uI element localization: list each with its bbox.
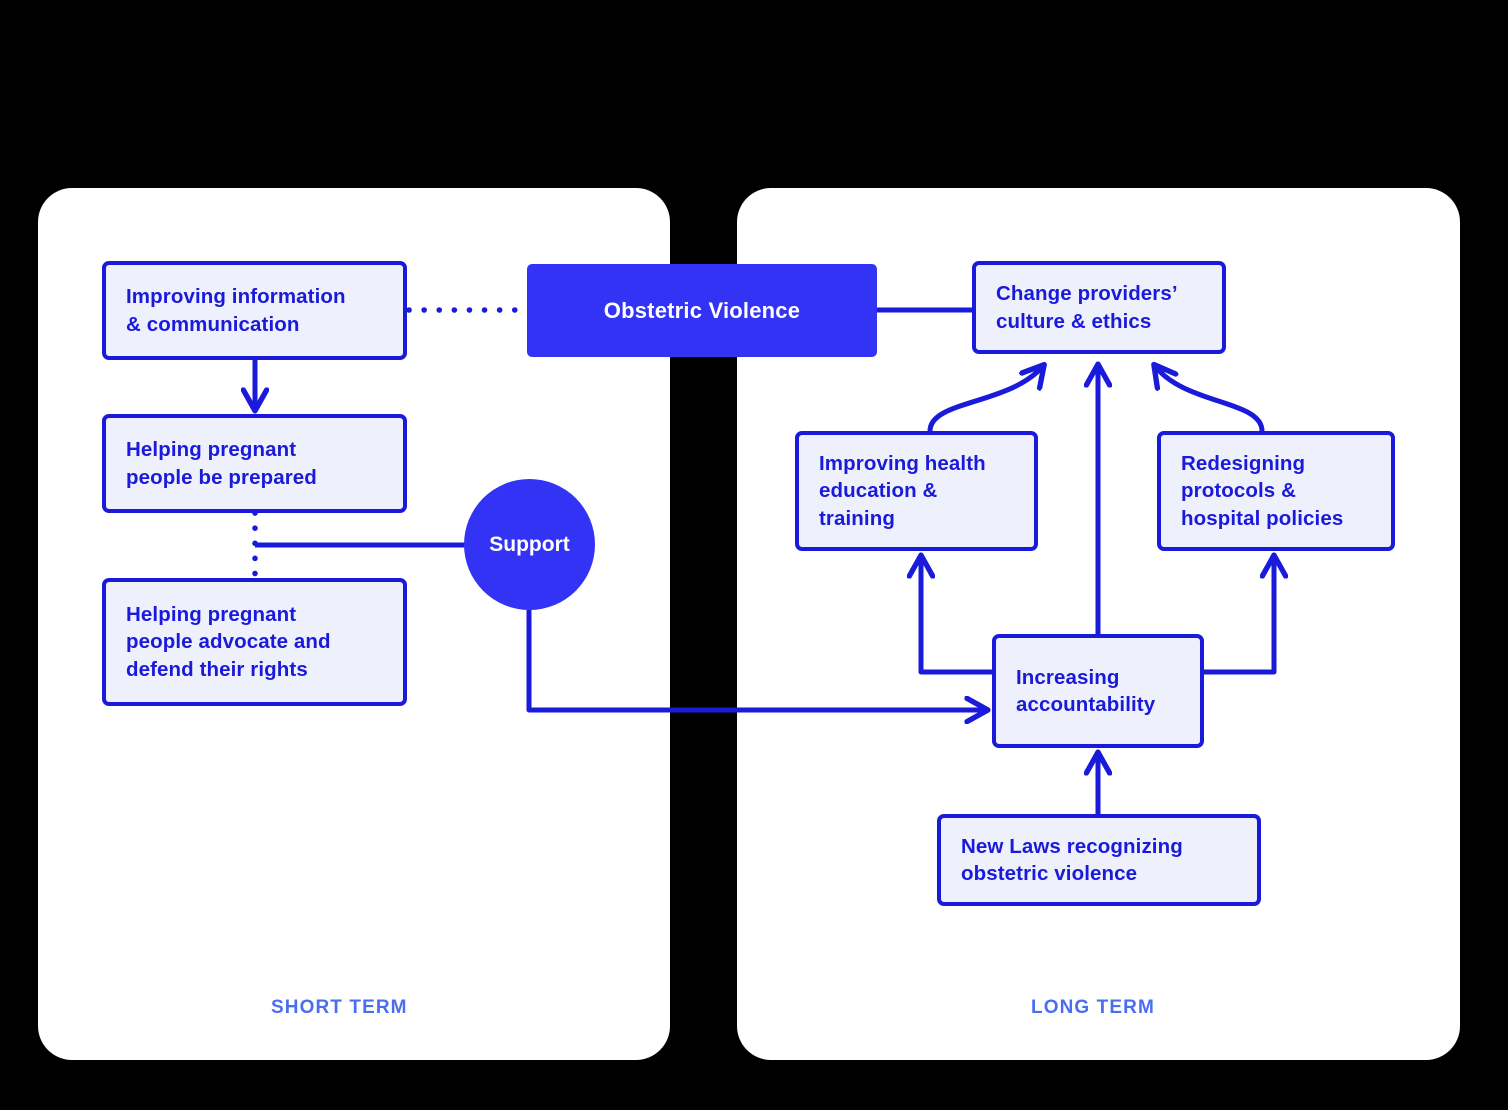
- node-line: people advocate and: [126, 630, 331, 654]
- panel-label-long-term: LONG TERM: [1031, 997, 1155, 1018]
- node-line: Increasing: [1016, 665, 1120, 689]
- node-label: Support: [489, 532, 570, 556]
- node-line: New Laws recognizing: [961, 834, 1183, 858]
- node-line: Helping pregnant: [126, 438, 297, 462]
- node-improving-health-education[interactable]: Improving health education & training: [795, 431, 1038, 551]
- node-line: people be prepared: [126, 465, 317, 489]
- node-label: Obstetric Violence: [603, 297, 801, 323]
- node-change-providers-culture[interactable]: Change providers’ culture & ethics: [972, 261, 1226, 354]
- node-line: obstetric violence: [961, 862, 1138, 885]
- node-line: defend their rights: [126, 657, 308, 681]
- node-line: education &: [819, 479, 938, 503]
- node-line: Improving information: [126, 285, 346, 309]
- node-improving-information[interactable]: Improving information & communication: [102, 261, 407, 360]
- node-obstetric-violence[interactable]: Obstetric Violence: [527, 264, 877, 357]
- node-helping-pregnant-advocate[interactable]: Helping pregnant people advocate and def…: [102, 578, 407, 706]
- node-line: protocols &: [1181, 479, 1296, 503]
- node-line: training: [819, 506, 895, 530]
- panel-label-short-term: SHORT TERM: [271, 997, 408, 1018]
- node-line: accountability: [1016, 693, 1156, 716]
- node-line: Change providers’: [996, 282, 1178, 306]
- node-support[interactable]: Support: [464, 479, 595, 610]
- node-line: Redesigning: [1181, 452, 1306, 476]
- node-helping-pregnant-prepared[interactable]: Helping pregnant people be prepared: [102, 414, 407, 513]
- node-new-laws[interactable]: New Laws recognizing obstetric violence: [937, 814, 1261, 906]
- node-increasing-accountability[interactable]: Increasing accountability: [992, 634, 1204, 748]
- node-line: & communication: [126, 312, 300, 336]
- node-redesigning-protocols[interactable]: Redesigning protocols & hospital policie…: [1157, 431, 1395, 551]
- node-line: Improving health: [819, 452, 986, 476]
- node-line: Helping pregnant: [126, 603, 297, 627]
- node-line: culture & ethics: [996, 309, 1152, 333]
- node-line: hospital policies: [1181, 506, 1344, 530]
